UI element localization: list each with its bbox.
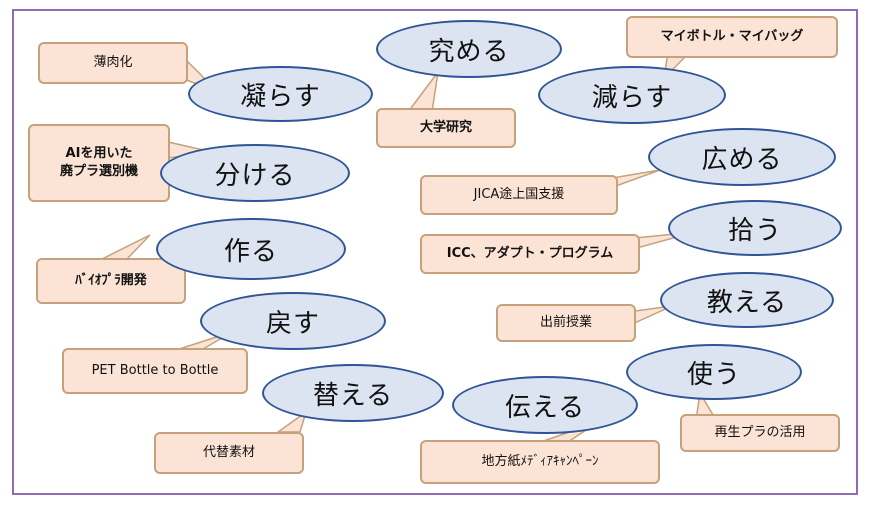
ellipse-tsutaeru: 伝える xyxy=(452,376,638,434)
ellipse-wakeru: 分ける xyxy=(160,144,350,202)
note-saisei: 再生プラの活用 xyxy=(680,414,840,452)
note-ai-line2: 廃プラ選別機 xyxy=(59,164,138,179)
ellipse-tsukuru: 作る xyxy=(156,218,346,280)
ellipse-gyoraseru-text: 凝らす xyxy=(240,81,321,112)
ellipse-modosu-text: 戻す xyxy=(265,308,320,339)
ellipse-oshieru: 教える xyxy=(660,272,834,328)
connector-bioplastic xyxy=(99,234,151,261)
ellipse-tsutaeru-text: 伝える xyxy=(504,392,586,423)
note-icc: ICC、アダプト・プログラム xyxy=(420,234,640,274)
note-chiho-text: 地方紙ﾒﾃﾞｨｱｷｬﾝﾍﾟｰﾝ xyxy=(481,454,599,470)
note-hakunikuka-text: 薄肉化 xyxy=(93,55,133,71)
ellipse-kaeru: 替える xyxy=(262,364,444,422)
note-chiho: 地方紙ﾒﾃﾞｨｱｷｬﾝﾍﾟｰﾝ xyxy=(420,440,660,484)
note-demae-text: 出前授業 xyxy=(539,315,592,331)
note-saisei-text: 再生プラの活用 xyxy=(714,425,806,441)
note-mybottle-text: マイボトル・マイバッグ xyxy=(660,29,804,45)
note-daigaku: 大学研究 xyxy=(376,108,516,148)
ellipse-oshieru-text: 教える xyxy=(706,287,788,318)
note-ai-line1: AIを用いた xyxy=(65,146,133,162)
note-icc-text: ICC、アダプト・プログラム xyxy=(446,246,614,262)
note-hakunikuka: 薄肉化 xyxy=(38,42,188,84)
note-demae: 出前授業 xyxy=(496,304,636,342)
ellipse-wakeru-text: 分ける xyxy=(214,160,296,191)
note-jica: JICA途上国支援 xyxy=(420,175,618,215)
note-pet-text: PET Bottle to Bottle xyxy=(91,363,219,379)
note-bioplastic: ﾊﾞｲｵﾌﾟﾗ開発 xyxy=(36,258,186,304)
ellipse-kiwameru: 究める xyxy=(376,20,562,78)
note-daitai-text: 代替素材 xyxy=(202,445,255,461)
note-bioplastic-text: ﾊﾞｲｵﾌﾟﾗ開発 xyxy=(75,273,147,289)
ellipse-herasu-text: 減らす xyxy=(591,82,673,113)
note-ai: AIを用いた 廃プラ選別機 xyxy=(28,124,170,202)
ellipse-hiromeru: 広める xyxy=(648,128,836,186)
ellipse-kiwameru-text: 究める xyxy=(428,36,510,67)
connector-daigaku xyxy=(406,71,439,113)
ellipse-gyoraseru: 凝らす xyxy=(188,66,373,122)
ellipse-herasu: 減らす xyxy=(538,66,726,124)
note-daitai: 代替素材 xyxy=(154,432,304,474)
note-mybottle: マイボトル・マイバッグ xyxy=(626,16,838,58)
ellipse-hirou-text: 拾う xyxy=(727,215,782,246)
ellipse-hiromeru-text: 広める xyxy=(701,144,783,175)
ellipse-tsukau-text: 使う xyxy=(686,359,741,390)
note-jica-text: JICA途上国支援 xyxy=(473,187,565,203)
ellipse-tsukuru-text: 作る xyxy=(223,236,278,267)
ellipse-kaeru-text: 替える xyxy=(312,380,394,411)
note-daigaku-text: 大学研究 xyxy=(419,120,472,136)
ellipse-hirou: 拾う xyxy=(668,200,842,256)
ellipse-modosu: 戻す xyxy=(200,292,386,350)
ellipse-tsukau: 使う xyxy=(626,344,802,400)
note-pet: PET Bottle to Bottle xyxy=(62,348,248,394)
